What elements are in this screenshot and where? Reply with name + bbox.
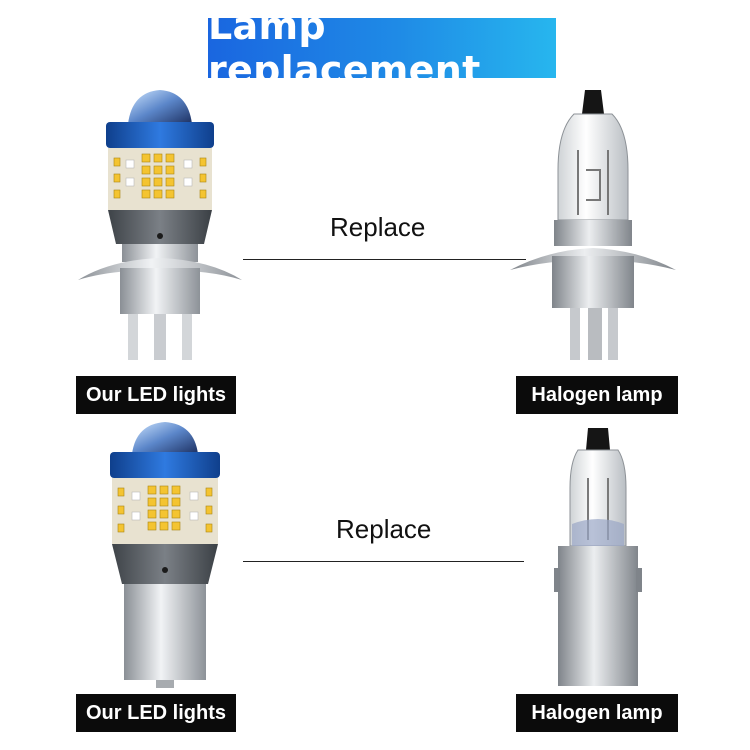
halogen-lamp-tag: Halogen lamp bbox=[516, 694, 678, 732]
replace-label: Replace bbox=[336, 514, 432, 544]
our-led-lights-tag: Our LED lights bbox=[76, 376, 236, 414]
halogen-ba20d-bulb-image bbox=[554, 428, 642, 686]
halogen-h4-bulb-image bbox=[510, 90, 676, 360]
halogen-lamp-tag: Halogen lamp bbox=[516, 376, 678, 414]
our-led-lights-tag: Our LED lights bbox=[76, 694, 236, 732]
title-banner: Lamp replacement bbox=[208, 4, 556, 92]
replace-divider bbox=[243, 561, 524, 562]
led-bulb-ba20d-image bbox=[110, 422, 220, 688]
replace-divider bbox=[243, 259, 526, 260]
replace-label: Replace bbox=[330, 212, 426, 242]
page-title: Lamp replacement bbox=[208, 4, 481, 92]
led-bulb-h4-image bbox=[78, 90, 242, 360]
